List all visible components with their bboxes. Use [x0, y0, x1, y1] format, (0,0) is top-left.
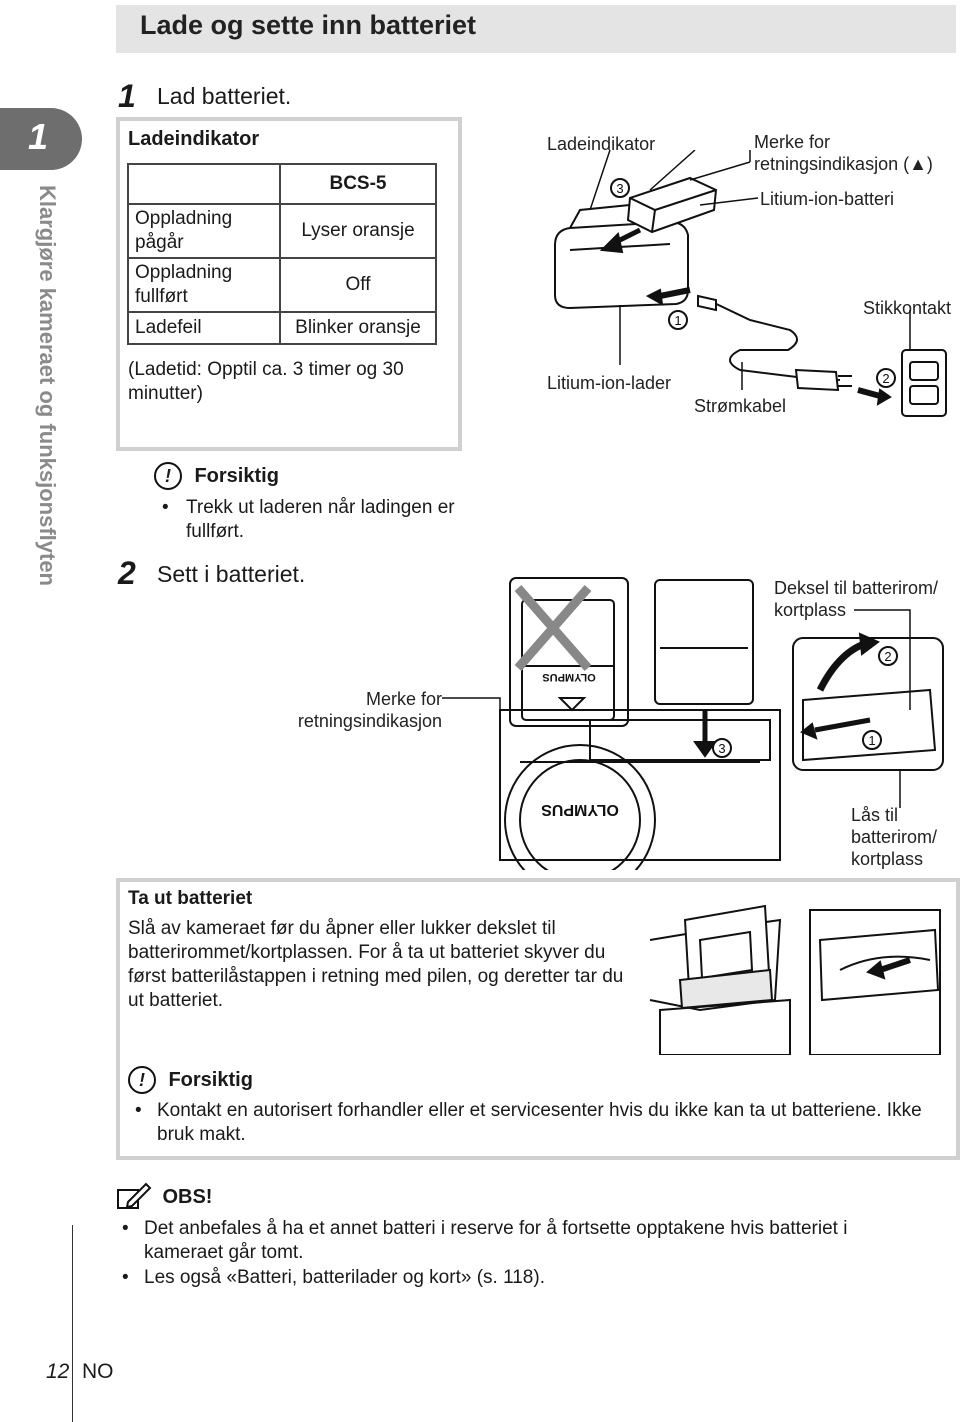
page-number: 12 [46, 1360, 70, 1383]
charge-indicator-title: Ladeindikator [128, 128, 260, 150]
battery-brand-text: OLYMPUS [542, 671, 595, 683]
table-header-row: BCS-5 [127, 163, 437, 205]
header-bar [116, 5, 956, 53]
label-cover: Deksel til batterirom/ kortplass [774, 578, 939, 620]
language-code: NO [82, 1360, 114, 1383]
chapter-tab [0, 108, 82, 170]
caution-header: ! Forsiktig [154, 462, 279, 490]
marker-3: 3 [616, 181, 623, 196]
footer-rule [72, 1225, 73, 1422]
remove-title: Ta ut batteriet [128, 888, 253, 909]
camera-insert-illustration: 2 1 3 OLYMPUS OLYMPUS [442, 577, 944, 870]
step-number-2: 2 [118, 555, 136, 591]
marker-3b: 3 [718, 741, 725, 756]
caution2-header: ! Forsiktig [128, 1066, 253, 1094]
label-lock: Lås til batterirom/ kortplass [851, 805, 938, 869]
chapter-title-vertical: Klargjøre kameraet og funksjonsflyten [26, 185, 60, 665]
step-text-1: Lad batteriet. [157, 83, 292, 109]
obs-item: • Les også «Batteri, batterilader og kor… [122, 1267, 545, 1288]
obs-header: OBS! [116, 1182, 212, 1212]
obs-item: • Det anbefales å ha et annet batteri i … [122, 1218, 848, 1263]
label-charge-indicator: Ladeindikator [547, 134, 656, 154]
table-cell-value: Off [279, 257, 437, 313]
remove-body: Slå av kameraet før du åpner eller lukke… [128, 918, 624, 1011]
label-direction-mark-2: Merke for retningsindikasjon [297, 689, 442, 731]
chapter-number: 1 [28, 116, 49, 157]
label-charger: Litium-ion-lader [547, 373, 672, 393]
table-cell-state: Oppladning pågår [127, 203, 281, 259]
table-cell-value: Lyser oransje [279, 203, 437, 259]
table-row: Oppladning fullført Off [127, 257, 437, 313]
table-row: Ladefeil Blinker oransje [127, 311, 437, 345]
caution2-title: Forsiktig [168, 1069, 253, 1091]
step-text-2: Sett i batteriet. [157, 561, 306, 587]
page-title: Lade og sette inn batteriet [140, 10, 477, 40]
charge-indicator-table: BCS-5 Oppladning pågår Lyser oransje Opp… [127, 163, 437, 345]
table-row: Oppladning pågår Lyser oransje [127, 203, 437, 259]
marker-2: 2 [882, 371, 889, 386]
label-cable: Strømkabel [694, 396, 787, 416]
table-cell-value: Blinker oransje [279, 311, 437, 345]
label-direction-mark: Merke for retningsindikasjon (▲) [754, 132, 933, 174]
caution2-item: • Kontakt en autorisert forhandler eller… [135, 1100, 922, 1145]
label-outlet: Stikkontakt [863, 298, 952, 318]
marker-2b: 2 [884, 649, 891, 664]
charger-illustration: 3 1 2 [554, 150, 947, 417]
marker-1b: 1 [868, 733, 875, 748]
caution-title: Forsiktig [194, 465, 279, 487]
caution-item: • Trekk ut laderen når ladingen er fullf… [162, 497, 455, 542]
pencil-note-icon [117, 1182, 152, 1209]
table-column-header: BCS-5 [279, 163, 437, 205]
charge-indicator-box [116, 117, 462, 451]
caution-icon: ! [128, 1066, 156, 1094]
chapter-title: Klargjøre kameraet og funksjonsflyten [35, 185, 60, 586]
caution-icon: ! [154, 462, 182, 490]
label-battery: Litium-ion-batteri [760, 189, 895, 209]
marker-1: 1 [674, 313, 681, 328]
obs-title: OBS! [162, 1185, 213, 1208]
remove-battery-box [116, 878, 960, 1160]
table-cell-state: Ladefeil [127, 311, 281, 345]
step-number-1: 1 [118, 78, 136, 114]
charge-time-note: (Ladetid: Opptil ca. 3 timer og 30 minut… [128, 359, 404, 404]
battery-remove-illustration [649, 904, 941, 1055]
table-cell-state: Oppladning fullført [127, 257, 281, 313]
body-cap-brand-text: OLYMPUS [541, 801, 619, 818]
